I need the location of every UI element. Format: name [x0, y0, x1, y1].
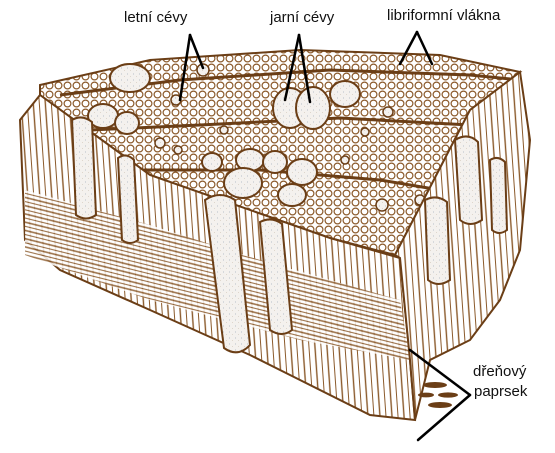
label-spring-vessels: jarní cévy	[270, 10, 334, 25]
label-medullary-ray-line1: dřeňový	[473, 364, 526, 379]
label-libriform-fibers: libriformní vlákna	[387, 8, 500, 23]
label-medullary-ray-line2: paprsek	[474, 384, 527, 399]
ray-lenses	[418, 382, 458, 408]
label-summer-vessels: letní cévy	[124, 10, 187, 25]
